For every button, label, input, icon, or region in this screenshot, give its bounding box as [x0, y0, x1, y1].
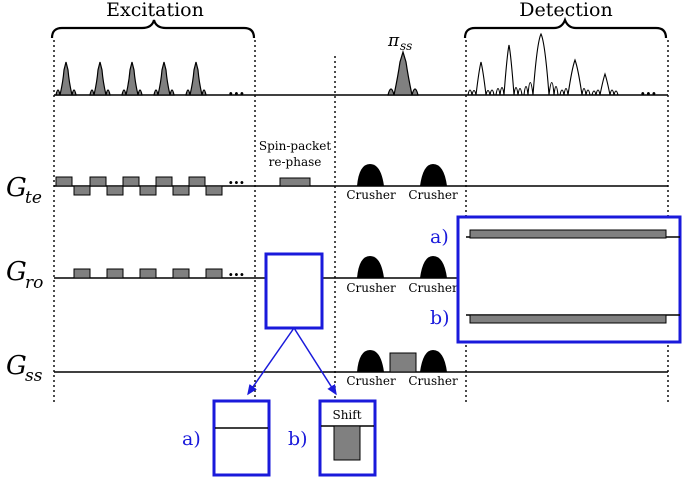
excitation-heading: Excitation	[106, 0, 204, 21]
g-ro-symbol: G	[6, 257, 27, 287]
crusher-label: Crusher	[408, 374, 458, 388]
echo-signal	[495, 44, 523, 96]
g-ss-symbol: G	[6, 351, 27, 381]
pi-ss-pulse	[387, 49, 419, 96]
rephase-lobe	[279, 177, 311, 187]
readout-gradient-a	[469, 229, 667, 239]
gradient-lobe	[89, 176, 107, 187]
pi-ss-label: π	[387, 31, 400, 51]
crusher-lobe	[357, 164, 384, 186]
echo-signal	[559, 58, 591, 96]
g-ss-subscript: ss	[25, 366, 43, 386]
slice-select-lobe	[389, 352, 417, 373]
readout-gradient-b	[469, 314, 667, 324]
sinc-pulse	[89, 61, 111, 96]
crusher-lobe	[357, 256, 384, 278]
shift-gradient-lobe	[333, 425, 361, 461]
rephase-label: re-phase	[269, 155, 322, 169]
crusher-label: Crusher	[346, 374, 396, 388]
g-ro-gradient-lobes	[73, 268, 223, 279]
gradient-lobe	[139, 185, 157, 196]
g-ro-subscript: ro	[25, 273, 43, 293]
crusher-label: Crusher	[408, 281, 458, 295]
g-te-symbol: G	[6, 173, 27, 203]
rephase-option-b-label: b)	[288, 428, 308, 450]
readout-option-a-label: a)	[430, 226, 449, 248]
gradient-lobe	[155, 176, 173, 187]
gradient-lobe	[205, 268, 223, 279]
sinc-pulse	[185, 61, 207, 96]
sinc-pulse	[153, 61, 175, 96]
crusher-lobe	[420, 350, 447, 372]
crusher-label: Crusher	[408, 188, 458, 202]
gradient-lobe	[188, 176, 206, 187]
spin-packet-label: Spin-packet	[259, 139, 331, 153]
gradient-lobe	[73, 185, 91, 196]
crusher-lobe	[357, 350, 384, 372]
gradient-lobe	[106, 268, 124, 279]
arrow-to-option-a	[247, 327, 295, 396]
g-ro-ellipsis: ...	[228, 261, 245, 280]
g-te-ellipsis: ...	[228, 169, 245, 188]
excitation-pulses	[55, 61, 207, 96]
crusher-label: Crusher	[346, 188, 396, 202]
g-te-subscript: te	[25, 188, 42, 208]
detection-heading: Detection	[519, 0, 612, 21]
readout-option-b-label: b)	[430, 307, 450, 329]
gradient-lobe	[205, 185, 223, 196]
rephase-option-a-box	[212, 399, 271, 477]
echo-signal	[523, 32, 559, 96]
arrow-to-option-b	[293, 327, 337, 396]
crusher-lobe	[420, 256, 447, 278]
sinc-pulse	[121, 61, 143, 96]
echo-signals	[467, 32, 619, 96]
echo-signal	[591, 72, 619, 96]
detection-ellipsis: ...	[640, 80, 657, 99]
echo-signal	[467, 61, 495, 96]
pi-ss-subscript: ss	[400, 39, 412, 53]
excitation-brace	[50, 19, 256, 39]
detection-brace	[463, 16, 668, 39]
sinc-pulse	[55, 61, 77, 96]
g-te-gradient-lobes	[55, 176, 311, 196]
gradient-lobe	[55, 176, 73, 187]
gradient-lobe	[172, 268, 190, 279]
shift-label: Shift	[332, 408, 361, 422]
rephase-option-box	[264, 252, 324, 330]
rf-ellipsis: ...	[228, 80, 245, 99]
crusher-lobe	[420, 164, 447, 186]
rephase-option-a-label: a)	[182, 428, 201, 450]
crusher-label: Crusher	[346, 281, 396, 295]
gradient-lobe	[73, 268, 91, 279]
gradient-lobe	[122, 176, 140, 187]
gradient-lobe	[172, 185, 190, 196]
gradient-lobe	[139, 268, 157, 279]
gradient-lobe	[106, 185, 124, 196]
